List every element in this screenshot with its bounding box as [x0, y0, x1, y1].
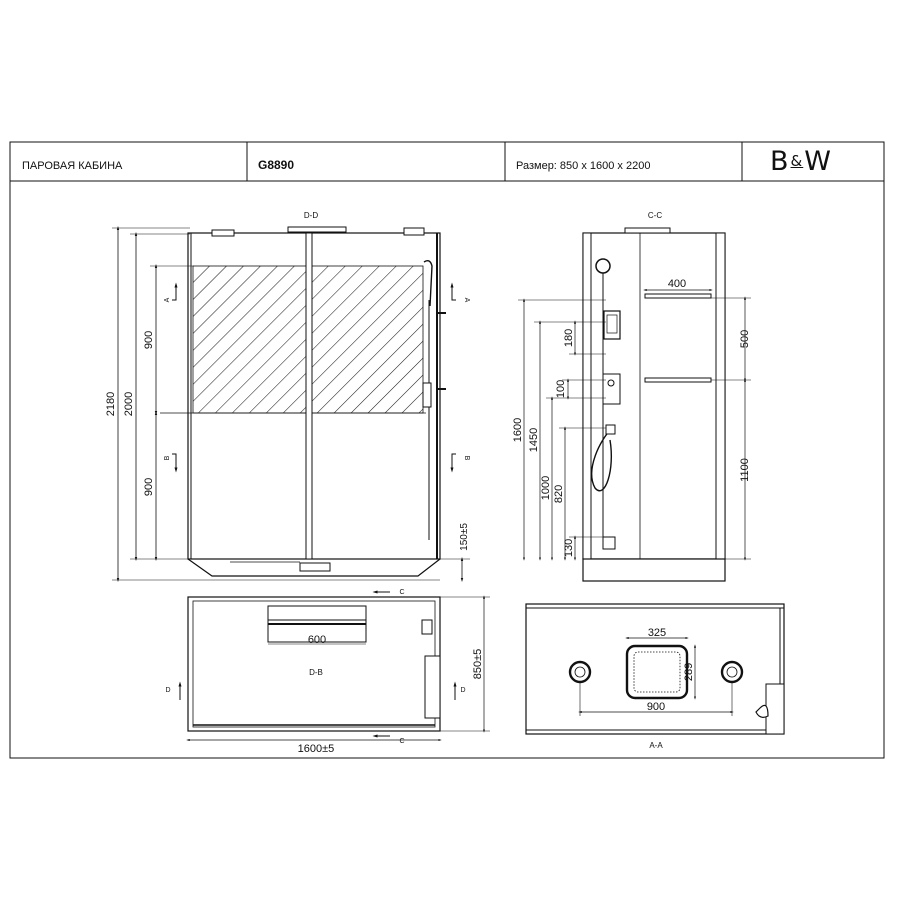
- ceiling-speaker-left: [568, 660, 592, 684]
- ceiling-dim-289: 289: [683, 663, 695, 681]
- front-top-vent-left: [211, 229, 235, 237]
- plan-dim-600: 600: [308, 634, 326, 646]
- brand-logo-b: B: [770, 146, 790, 177]
- side-control-panel: [603, 310, 621, 340]
- ceiling-corner-block: [765, 683, 785, 735]
- plan-section-c-bottom: C: [399, 738, 404, 745]
- ceiling-dim-325: 325: [648, 627, 666, 639]
- side-dim-100: 100: [555, 380, 567, 398]
- section-arrow-b-right: [450, 453, 456, 473]
- ceiling-dim-900: 900: [647, 701, 665, 713]
- side-mixer: [602, 373, 621, 405]
- side-ceiling-fixture: [624, 227, 671, 234]
- brand-logo: B&W: [770, 146, 832, 177]
- side-shelf-upper: [644, 293, 712, 299]
- side-shelf-lower: [644, 377, 712, 383]
- header-model: G8890: [258, 158, 295, 172]
- ceiling-rain-shower-outer: [625, 644, 689, 700]
- front-mixer: [422, 382, 432, 408]
- plan-section-d-left: D: [165, 687, 170, 694]
- side-front-post: [715, 232, 726, 560]
- ceiling-speaker-left-inner: [574, 666, 586, 678]
- front-section-b-right: B: [463, 456, 470, 461]
- front-drain: [299, 562, 331, 572]
- front-shower-tray: [187, 558, 441, 577]
- plan-section-c-top: C: [399, 589, 404, 596]
- plan-view-title: D-B: [309, 668, 323, 677]
- front-dim-2180: 2180: [105, 392, 117, 416]
- front-section-a-right: A: [463, 298, 470, 303]
- header-size: Размер: 850 x 1600 x 2200: [516, 160, 651, 172]
- section-arrow-a-left: [172, 282, 178, 301]
- front-top-rain-shower: [287, 226, 347, 233]
- brand-logo-w: W: [804, 146, 832, 177]
- side-back-wall: [582, 232, 592, 560]
- ceiling-speaker-right-inner: [726, 666, 738, 678]
- plan-dim-850: 850±5: [472, 649, 484, 680]
- sheet-frame: [9, 141, 885, 759]
- ceiling-outer: [525, 603, 785, 735]
- plan-right-fixture: [421, 619, 433, 635]
- side-view-title: C-C: [648, 211, 662, 220]
- side-dim-1100: 1100: [739, 458, 751, 482]
- front-view: [112, 226, 470, 582]
- side-dim-1450: 1450: [528, 428, 540, 452]
- section-arrow-b-left: [172, 453, 178, 473]
- side-dim-820: 820: [553, 485, 565, 503]
- front-top-vent-right: [403, 227, 425, 236]
- ceiling-view-title: A-A: [649, 741, 663, 750]
- front-section-b-left: B: [164, 455, 171, 460]
- side-control-screen: [606, 314, 618, 334]
- plan-right-panel: [424, 655, 441, 719]
- section-arrow-a-right: [450, 282, 456, 301]
- front-dim-900-lower: 900: [143, 478, 155, 496]
- plan-dim-1600: 1600±5: [298, 743, 335, 755]
- front-dim-150: 150±5: [459, 523, 470, 551]
- front-section-a-left: A: [164, 297, 171, 302]
- side-dim-1600: 1600: [512, 418, 524, 442]
- front-dim-2000: 2000: [123, 392, 135, 416]
- side-dim-130: 130: [563, 539, 575, 557]
- ceiling-speaker-right: [720, 660, 744, 684]
- plan-view: [178, 590, 490, 742]
- front-view-title: D-D: [304, 211, 318, 220]
- side-dim-500: 500: [739, 330, 751, 348]
- side-mixer-knob: [607, 379, 615, 387]
- header-product-type: ПАРОВАЯ КАБИНА: [22, 160, 123, 172]
- front-door-mullion: [305, 232, 313, 560]
- side-hand-shower-head: [595, 258, 611, 274]
- side-shower-hose: [591, 427, 613, 492]
- side-base: [582, 558, 726, 582]
- side-dim-400: 400: [668, 278, 686, 290]
- plan-seat: [267, 619, 367, 643]
- ceiling-rain-shower-inner: [633, 651, 681, 693]
- plan-section-d-right: D: [460, 687, 465, 694]
- ceiling-view: [525, 603, 785, 735]
- ceiling-fan: [755, 704, 769, 718]
- side-foot-nozzle: [602, 536, 616, 550]
- plan-seat-panel: [267, 605, 367, 621]
- front-cabin-outline: [187, 232, 441, 560]
- side-dim-180: 180: [563, 329, 575, 347]
- front-dim-900-upper: 900: [143, 331, 155, 349]
- side-view: [518, 227, 751, 582]
- side-hose-holder: [605, 424, 616, 435]
- brand-logo-amp: &: [790, 152, 804, 170]
- side-dim-1000: 1000: [540, 476, 552, 500]
- front-hand-shower: [423, 259, 433, 307]
